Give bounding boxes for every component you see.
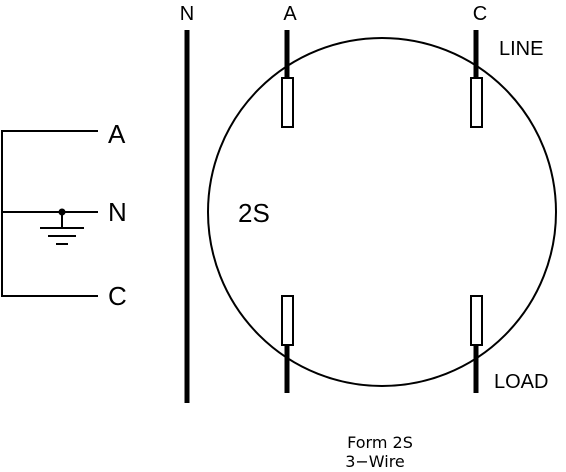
source-label-a: A xyxy=(108,119,126,149)
terminal-blade-line-a xyxy=(281,77,294,128)
load-side-label: LOAD xyxy=(494,371,548,393)
neutral-bus-label: N xyxy=(180,3,194,25)
terminal-blade-load-a xyxy=(281,295,294,346)
ground-junction-dot xyxy=(58,208,66,216)
source-label-c: C xyxy=(108,281,127,311)
meter-form-label: 2S xyxy=(238,198,270,228)
line-side-label: LINE xyxy=(499,38,543,60)
terminal-label-c: C xyxy=(473,3,487,25)
source-label-n: N xyxy=(108,197,127,227)
terminal-blade-line-c xyxy=(470,77,483,128)
caption-line-1: Form 2S xyxy=(347,433,413,452)
meter-body xyxy=(207,37,557,387)
source-transformer xyxy=(1,130,98,297)
terminal-blade-load-c xyxy=(470,295,483,346)
terminal-label-a: A xyxy=(283,3,297,25)
source-winding xyxy=(1,130,98,297)
caption-line-2: 3−Wire xyxy=(345,452,405,471)
